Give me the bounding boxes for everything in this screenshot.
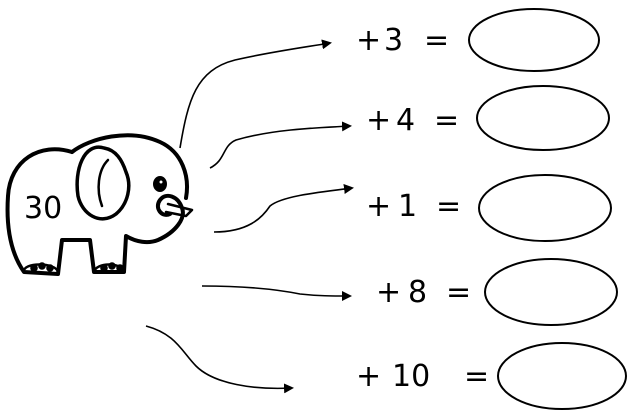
arrows: [145, 39, 354, 394]
equation-4-operator: +: [376, 275, 401, 310]
equation-2-operator: +: [366, 103, 391, 138]
equation-3: + 1 =: [366, 174, 612, 242]
equation-4-operand: 8: [408, 275, 427, 310]
equation-2: + 4 =: [366, 85, 610, 151]
equation-4-equals: =: [446, 275, 471, 310]
equation-5-operand: 10: [392, 359, 430, 394]
start-number: 30: [24, 191, 62, 226]
equation-2-equals: =: [434, 103, 459, 138]
equation-1-equals: =: [424, 23, 449, 58]
equation-3-operator: +: [366, 189, 391, 224]
equation-5-equals: =: [464, 359, 489, 394]
equation-5-operator: +: [356, 359, 381, 394]
elephant-icon: [5, 133, 194, 276]
equation-2-operand: 4: [396, 103, 415, 138]
answer-box-5[interactable]: [497, 342, 627, 410]
arrow-4: [201, 285, 352, 301]
equation-3-equals: =: [436, 189, 461, 224]
equation-1: + 3 =: [356, 8, 600, 72]
equation-5: + 10 =: [356, 342, 627, 410]
equation-1-operand: 3: [384, 23, 403, 58]
answer-box-2[interactable]: [476, 85, 610, 151]
arrow-3: [213, 184, 354, 233]
answer-box-4[interactable]: [484, 258, 618, 326]
arrow-5: [145, 325, 294, 394]
equation-1-operator: +: [356, 23, 381, 58]
answer-box-3[interactable]: [478, 174, 612, 242]
arrow-1: [179, 39, 332, 149]
equation-4: + 8 =: [376, 258, 618, 326]
arrow-2: [209, 121, 352, 169]
equation-3-operand: 1: [398, 189, 417, 224]
answer-box-1[interactable]: [468, 8, 600, 72]
